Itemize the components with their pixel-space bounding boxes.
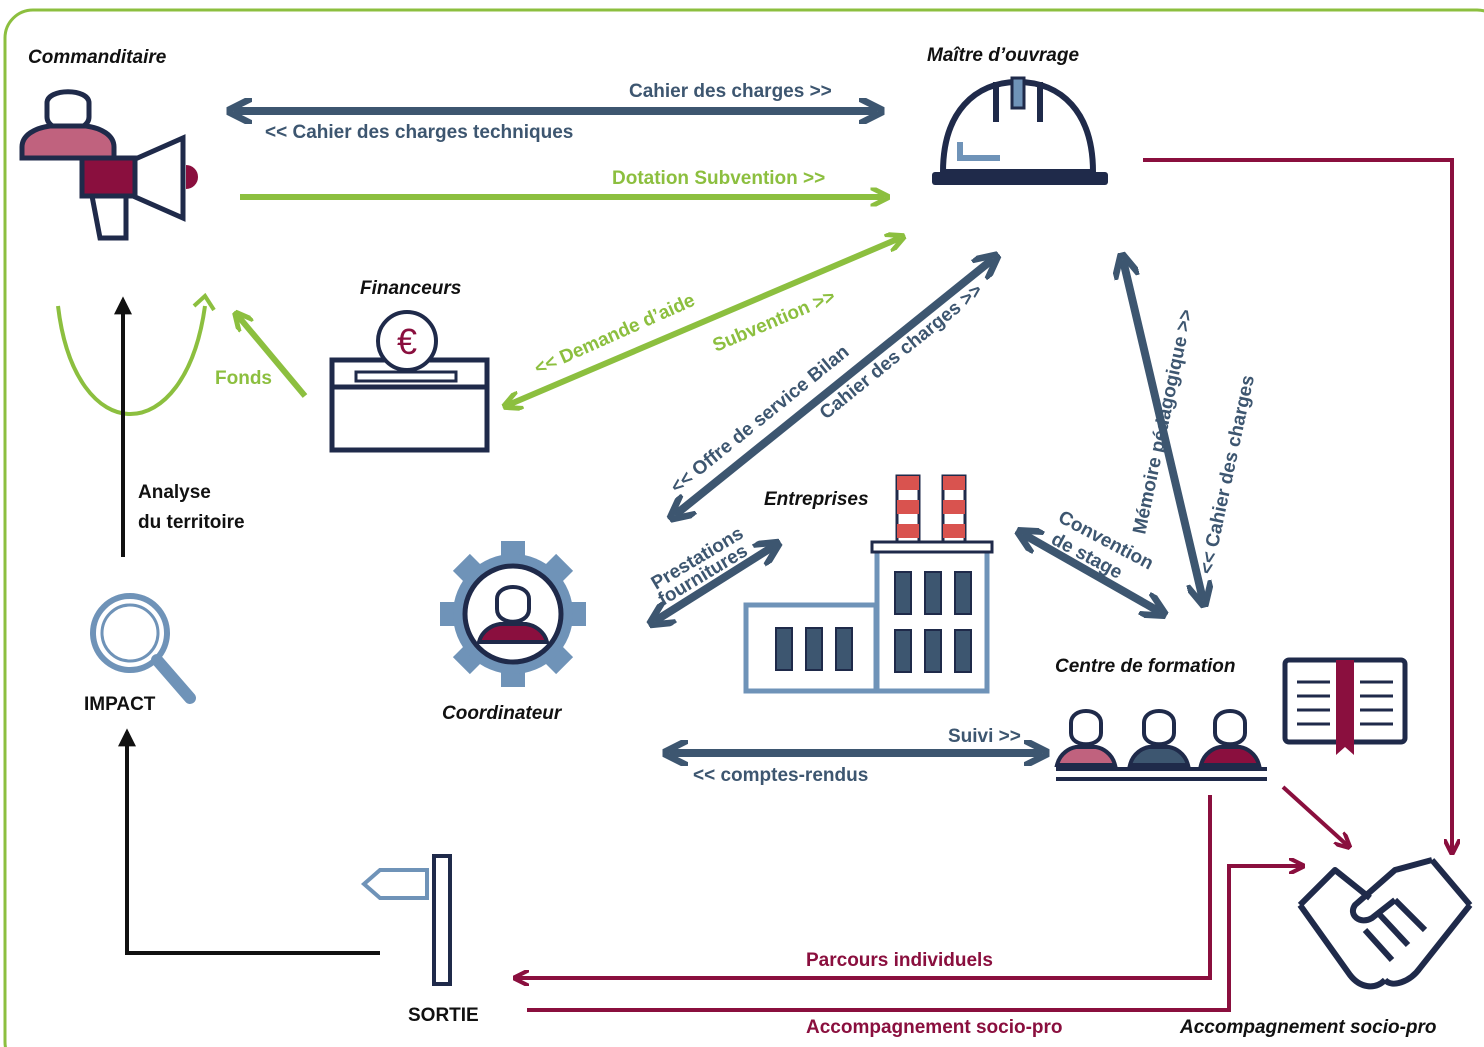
coordinateur-label: Coordinateur [442,703,563,724]
euro-symbol: € [397,321,417,362]
feedback-curve [56,305,207,416]
magnifier-icon [90,593,196,704]
flow-cahier-charges: Cahier des charges >> [629,81,832,102]
flow-dotation-subvention: Dotation Subvention >> [612,168,825,189]
flow-suivi: Suivi >> [948,726,1021,747]
analyse-label-1: Analyse [138,482,211,503]
commanditaire-icon [19,89,198,241]
helmet-icon [932,76,1108,185]
flow-subvention: Subvention >> [710,286,839,356]
flow-cahier-charges-techniques: << Cahier des charges techniques [265,122,573,143]
entreprises-label: Entreprises [764,489,869,510]
signpost-icon [360,854,452,986]
flow-comptes-rendus: << comptes-rendus [693,765,868,786]
donation-box-icon: € [329,310,490,453]
handshake-icon [1297,857,1473,990]
flow-arrows [114,111,1452,1012]
sortie-label: SORTIE [408,1005,479,1026]
centre-formation-label: Centre de formation [1055,656,1236,677]
flow-cahier-charges-centre: << Cahier des charges [1196,373,1259,576]
trainees-icon [1054,709,1267,781]
commanditaire-label: Commanditaire [28,47,167,68]
impact-label: IMPACT [84,694,156,715]
accompagnement-label: Accompagnement socio-pro [1179,1017,1437,1038]
diagram-frame [3,8,1484,1047]
maitre-ouvrage-label: Maître d’ouvrage [927,45,1079,66]
financeurs-label: Financeurs [360,278,461,299]
flow-fonds: Fonds [215,368,272,389]
book-icon [1282,657,1408,755]
coordinateur-gear-icon [440,541,586,687]
flow-parcours-individuels: Parcours individuels [806,950,993,971]
flow-accompagnement-socio-pro: Accompagnement socio-pro [806,1017,1063,1038]
analyse-label-2: du territoire [138,512,245,533]
